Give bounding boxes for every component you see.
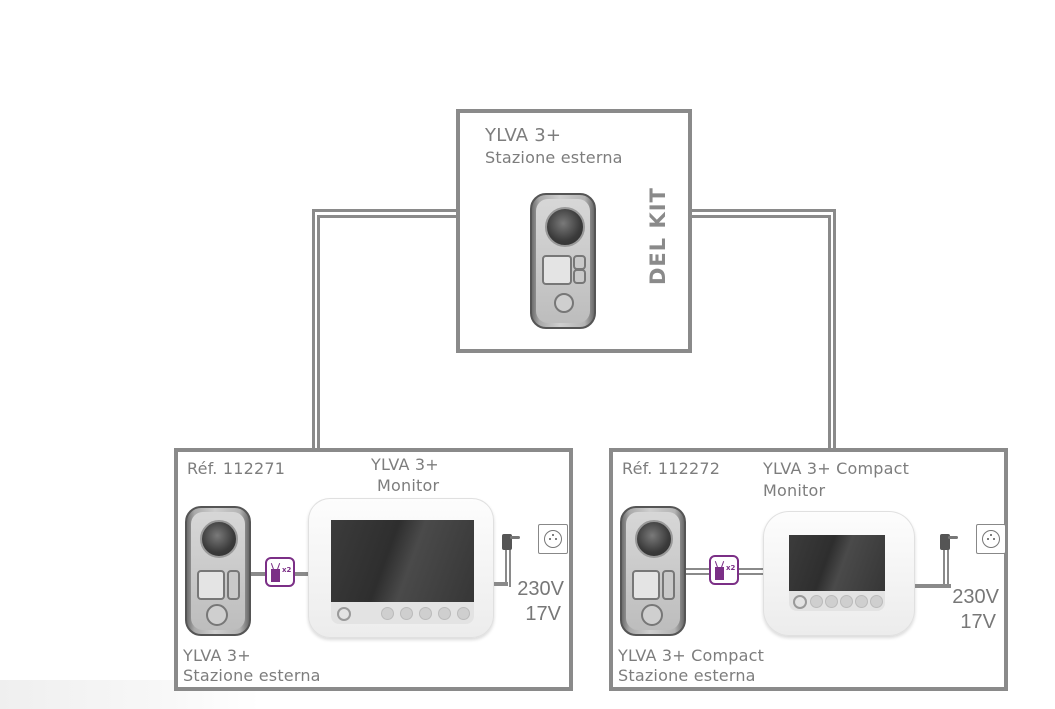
kit-box-112272: Réf. 112272 YLVA 3+ Compact Monitor YLVA… [609, 448, 1008, 691]
compact-monitor-image [763, 511, 915, 636]
two-wire-cable-icon: x2 [265, 557, 295, 587]
ref-number: Réf. 112271 [187, 459, 286, 478]
kit-box: YLVA 3+ Stazione esterna DEL KIT [456, 109, 692, 353]
wall-socket-icon [538, 524, 568, 554]
monitor-label: Monitor [763, 481, 826, 500]
monitor-screen [331, 520, 474, 602]
del-kit-label: DEL KIT [646, 187, 670, 285]
call-button [554, 293, 574, 313]
monitor-screen [789, 535, 885, 591]
input-voltage: 230V [517, 578, 564, 600]
call-button [206, 604, 228, 626]
station-name: YLVA 3+ Compact [618, 646, 765, 665]
name-plate [632, 570, 660, 600]
kit-box-112271: Réf. 112271 YLVA 3+ Monitor YLVA 3+ Staz… [174, 448, 573, 691]
wall-socket-icon [976, 524, 1006, 554]
station-label: Stazione esterna [183, 666, 321, 685]
name-plate [542, 255, 572, 285]
ref-number: Réf. 112272 [622, 459, 721, 478]
door-station-image [530, 193, 596, 329]
monitor-name: YLVA 3+ [371, 455, 439, 474]
output-voltage: 17V [525, 603, 561, 625]
door-station-image [185, 506, 251, 636]
kit-device-label: Stazione esterna [485, 148, 623, 167]
power-adapter-icon [940, 534, 950, 550]
monitor-label: Monitor [377, 476, 440, 495]
power-adapter-icon [502, 534, 512, 550]
camera-lens [200, 520, 238, 558]
monitor-keypad [789, 591, 885, 611]
two-wire-cable-icon: x2 [709, 555, 739, 585]
monitor-image [308, 498, 494, 638]
camera-lens [545, 207, 585, 247]
output-voltage: 17V [960, 611, 996, 633]
door-station-image [620, 506, 686, 636]
name-plate [197, 570, 225, 600]
station-name: YLVA 3+ [183, 646, 251, 665]
monitor-name: YLVA 3+ Compact [763, 459, 910, 478]
camera-lens [635, 520, 673, 558]
call-button [641, 604, 663, 626]
station-label: Stazione esterna [618, 666, 756, 685]
input-voltage: 230V [952, 586, 999, 608]
kit-product-name: YLVA 3+ [485, 125, 562, 146]
monitor-keypad [331, 602, 474, 624]
